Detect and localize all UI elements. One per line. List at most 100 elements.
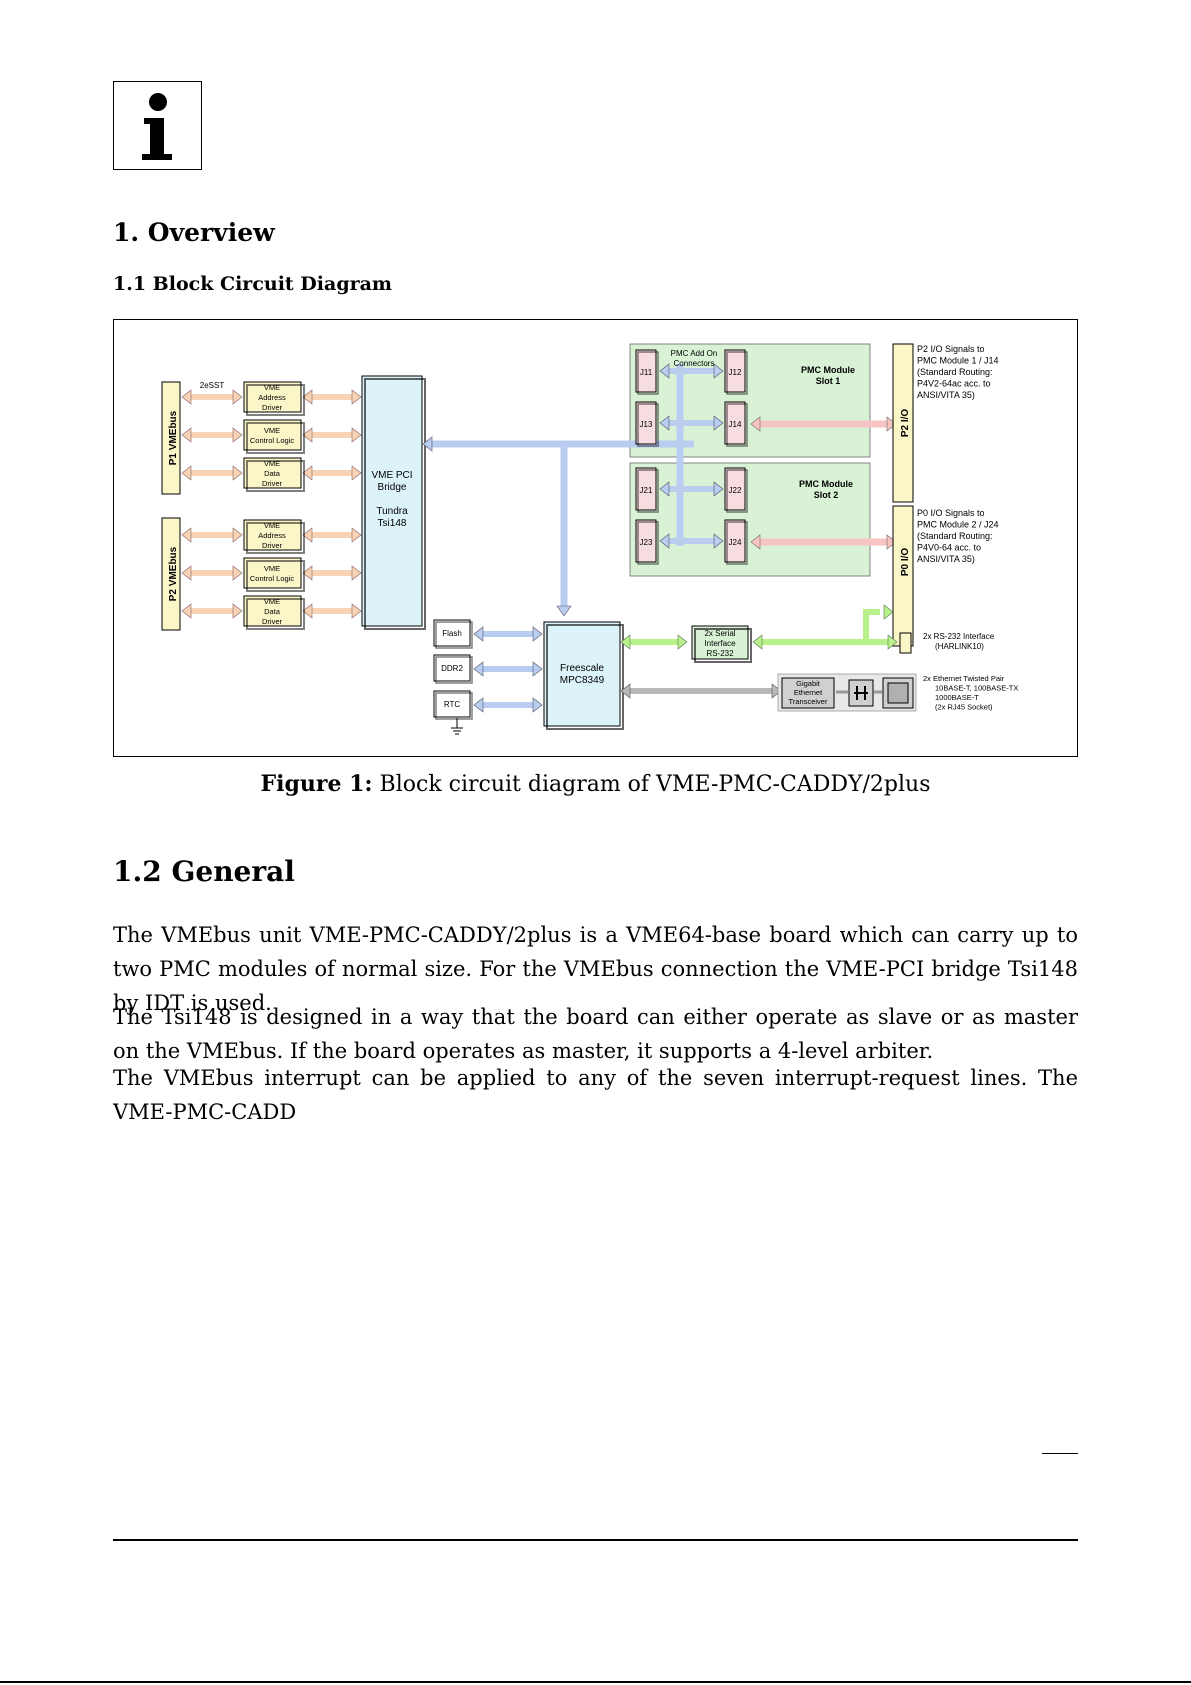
p1-vme-control-logic-label-1: VME — [264, 426, 280, 435]
ethernet-desc-3: 1000BASE-T — [935, 693, 979, 702]
cpu-mpc8349 — [543, 621, 621, 727]
rs232-desc-1: 2x RS-232 Interface — [923, 632, 995, 641]
p2-vmebus-connector — [161, 517, 181, 631]
p2-vme-control-logic — [243, 557, 302, 589]
ethernet-desc-2: 10BASE-T, 100BASE-TX — [935, 684, 1018, 693]
general-paragraph-3: The VMEbus interrupt can be applied to a… — [113, 1066, 1078, 1124]
j23-connector-label: J23 — [640, 538, 653, 547]
p0-io-label: P0 I/O — [900, 548, 911, 577]
serial-interface-box — [691, 625, 749, 660]
section-title: 1. Overview — [113, 218, 275, 247]
pmc-connectors-label-2: Connectors — [674, 359, 715, 368]
general-paragraph-1: The VMEbus unit VME-PMC-CADDY/2plus is a… — [113, 923, 1078, 1015]
p2-vme-address-driver-label-3: Driver — [262, 541, 283, 550]
rs232-connector — [899, 632, 912, 654]
j11-connector-label: J11 — [640, 368, 653, 377]
p2-io-desc-4: P4V2-64ac acc. to — [917, 379, 991, 389]
p2-io-desc-2: PMC Module 1 / J14 — [917, 356, 999, 366]
j24-connector-label: J24 — [729, 538, 742, 547]
j14-connector — [724, 401, 746, 445]
p2-vme-address-driver — [243, 519, 302, 551]
bridge-label-4: Tundra — [376, 506, 408, 517]
figure-caption-text: Block circuit diagram of VME-PMC-CADDY/2… — [379, 772, 931, 797]
j12-connector-label: J12 — [729, 368, 742, 377]
p0-io-desc-3: (Standard Routing: — [917, 531, 993, 541]
ddr2-memory — [433, 654, 471, 682]
p2-io-label: P2 I/O — [900, 409, 911, 438]
rtc-clock-label: RTC — [444, 700, 461, 709]
p2-io-connector — [892, 343, 914, 503]
p2-io-desc-5: ANSI/VITA 35) — [917, 390, 975, 400]
general-title: 1.2 General — [113, 855, 295, 888]
j21-connector — [635, 467, 657, 511]
ddr2-memory-label: DDR2 — [441, 664, 463, 673]
pmc-slot2-label-2: Slot 2 — [814, 490, 839, 500]
info-icon — [142, 93, 172, 160]
pmc-slot1-label-2: Slot 1 — [816, 376, 841, 386]
pmc-slot2-area — [629, 462, 871, 577]
p0-io-desc-5: ANSI/VITA 35) — [917, 554, 975, 564]
p2-vme-address-driver-label-1: VME — [264, 521, 280, 530]
flash-memory — [433, 619, 471, 647]
p1-vme-address-driver — [243, 381, 302, 413]
p2-io-description: P2 I/O Signals to PMC Module 1 / J14(Stan… — [917, 344, 999, 400]
p2-vme-control-logic-label-2: Control Logic — [250, 574, 294, 583]
gigabit-transceiver — [781, 677, 835, 709]
subsection-title: 1.1 Block Circuit Diagram — [113, 273, 393, 295]
gigabit-label-3: Transceiver — [789, 697, 828, 706]
p2-vme-address-driver-label-2: Address — [258, 531, 286, 540]
page-number-rule — [1042, 1453, 1078, 1454]
bridge-label-5: Tsi148 — [378, 518, 407, 529]
p1-vme-control-logic-label-2: Control Logic — [250, 436, 294, 445]
rtc-clock — [433, 690, 471, 718]
j11-connector — [635, 349, 657, 393]
j14-connector-label: J14 — [729, 420, 742, 429]
p2-io-desc-3: (Standard Routing: — [917, 367, 993, 377]
j13-connector-label: J13 — [640, 420, 653, 429]
transformer-icon — [848, 679, 874, 707]
p1-vme-data-driver-label-1: VME — [264, 459, 280, 468]
bottom-rule — [0, 1681, 1191, 1683]
j24-connector — [724, 519, 746, 563]
p1-vme-address-driver-label-3: Driver — [262, 403, 283, 412]
p2-vmebus-label: P2 VMEbus — [168, 546, 179, 601]
serial-label-1: 2x Serial — [704, 629, 735, 638]
pmc-slot1-label-1: PMC Module — [801, 365, 855, 375]
p2-vme-control-logic-label-1: VME — [264, 564, 280, 573]
j12-connector — [724, 349, 746, 393]
bridge-label-1: VME PCI — [371, 470, 412, 481]
p2-io-desc-1: P2 I/O Signals to — [917, 344, 985, 354]
p0-io-desc-1: P0 I/O Signals to — [917, 508, 985, 518]
pmc-slot2-label-1: PMC Module — [799, 479, 853, 489]
gigabit-label-2: Ethernet — [794, 688, 823, 697]
p1-vme-address-driver-label-2: Address — [258, 393, 286, 402]
p2-vme-data-driver — [243, 595, 302, 627]
rs232-desc-2: (HARLINK10) — [935, 642, 984, 651]
j22-connector — [724, 467, 746, 511]
j23-connector — [635, 519, 657, 563]
j13-connector — [635, 401, 657, 445]
p1-vme-data-driver-label-2: Data — [264, 469, 281, 478]
block-diagram-svg: P1 VMEbus P2 VMEbus 2eSST VMEAddressDriv… — [161, 343, 1018, 735]
vme-pci-bridge — [361, 375, 423, 627]
p1-vmebus-label: P1 VMEbus — [168, 410, 179, 465]
p1-vme-data-driver — [243, 457, 302, 489]
flash-memory-label: Flash — [442, 629, 462, 638]
gigabit-label-1: Gigabit — [796, 679, 821, 688]
ethernet-desc-4: (2x RJ45 Socket) — [935, 703, 993, 712]
p1-vme-address-driver-label-1: VME — [264, 383, 280, 392]
figure-caption: Figure 1: Block circuit diagram of VME-P… — [113, 771, 1078, 797]
esst-label: 2eSST — [200, 381, 225, 390]
info-logo — [113, 81, 202, 170]
p2-vme-data-driver-label-2: Data — [264, 607, 281, 616]
p2-vme-data-driver-label-3: Driver — [262, 617, 283, 626]
serial-label-3: RS-232 — [706, 649, 734, 658]
pmc-connectors-label-1: PMC Add On — [671, 349, 718, 358]
p1-vmebus-connector — [161, 381, 181, 495]
p2-vme-data-driver-label-1: VME — [264, 597, 280, 606]
figure-label: Figure 1: — [260, 771, 373, 797]
